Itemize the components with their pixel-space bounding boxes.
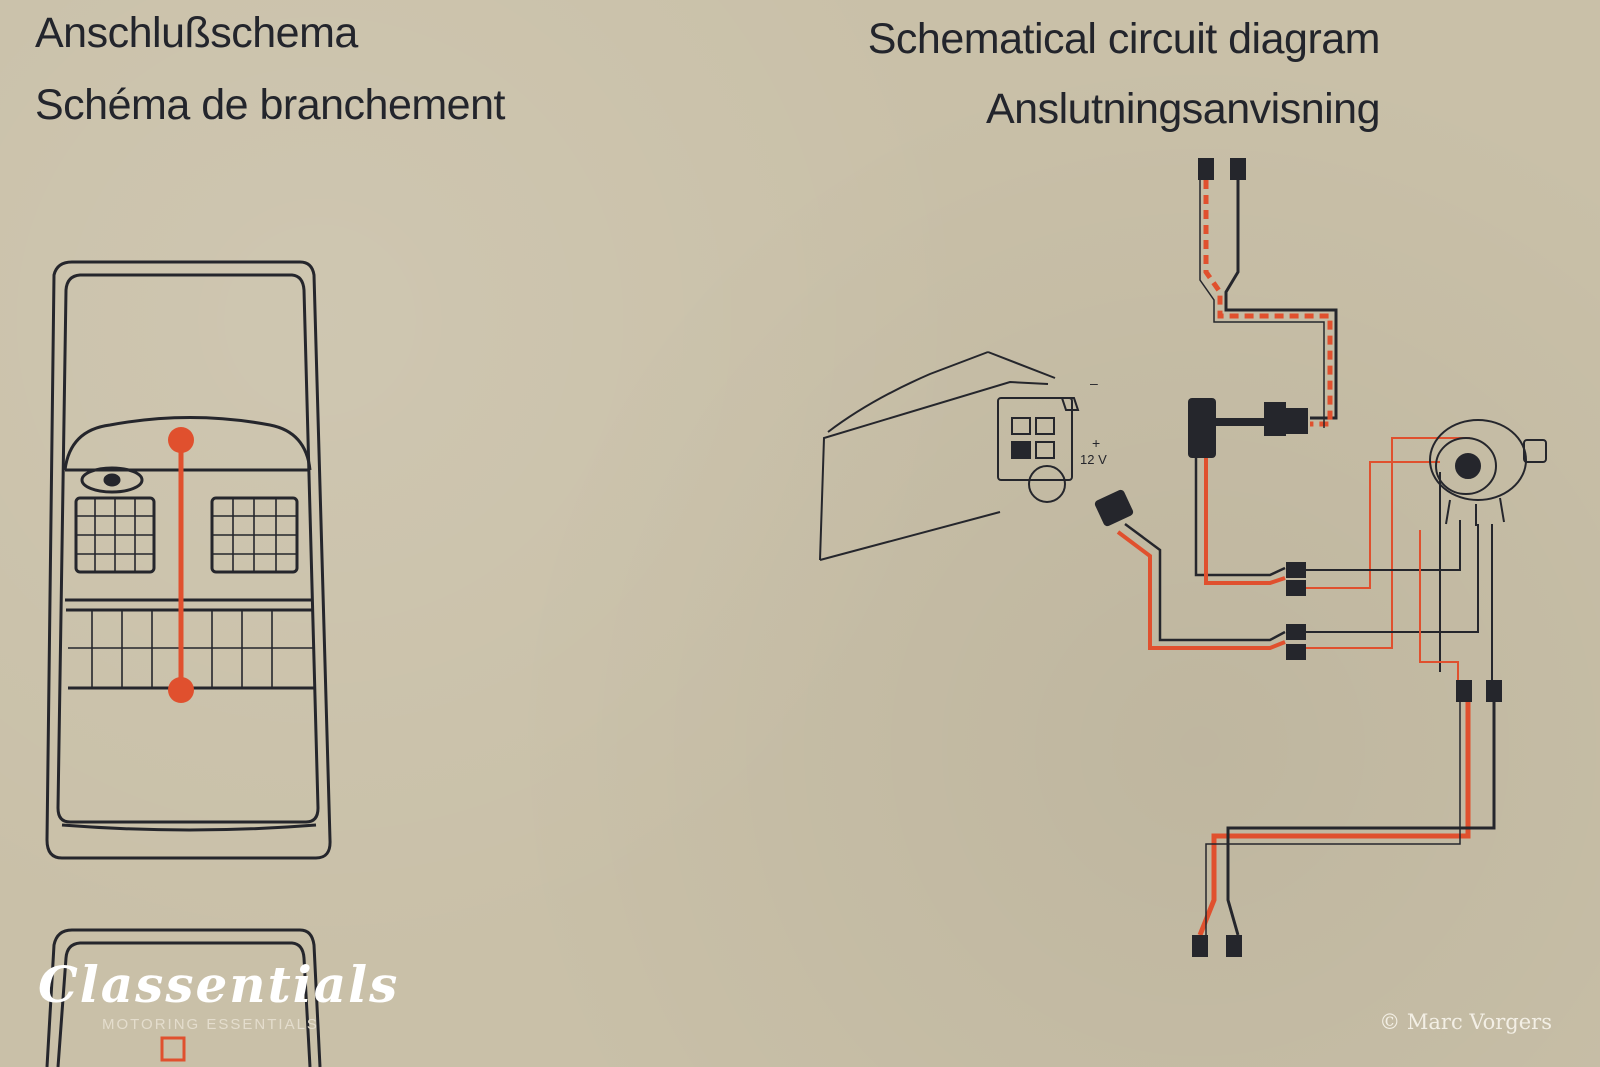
car-rear-line (61, 823, 317, 832)
car-wire-top-node (168, 427, 194, 453)
harness-connector-4 (1286, 644, 1306, 660)
dashboard-top-edge (987, 351, 1056, 379)
heading-english: Schematical circuit diagram (867, 15, 1381, 63)
car-emblem (80, 466, 144, 494)
bottom-connector-left (1192, 935, 1208, 957)
fader-face (1435, 437, 1497, 495)
car-outer-body (45, 260, 332, 860)
harness-wire-2-red (1116, 530, 1286, 650)
car-emblem-center (103, 473, 121, 487)
fader-pin-3 (1499, 497, 1505, 523)
car2-outer-body (45, 928, 322, 1067)
top-speaker-cable (1198, 158, 1338, 428)
centre-harness (1116, 437, 1493, 690)
dashboard-front (819, 380, 1049, 561)
mid-connector-right (1486, 680, 1502, 702)
radio-front-panel (997, 397, 1073, 481)
top-cable-black (1224, 180, 1338, 420)
voltage-label: 12 V (1080, 452, 1107, 467)
car-wire-bottom-node (168, 677, 194, 703)
power-plug (1094, 489, 1134, 527)
bottom-cable-red (1197, 702, 1471, 936)
heading-german: Anschlußschema (35, 9, 358, 57)
top-cable-red (1203, 180, 1333, 427)
radio-knob (1028, 465, 1066, 503)
bottom-cable-black (1226, 702, 1496, 936)
car2-emblem (160, 1036, 186, 1062)
bottom-cable-outline (1205, 702, 1461, 935)
bottom-speaker-cable (1192, 680, 1502, 957)
small-plug-end (1286, 408, 1308, 434)
harness-connector-1 (1286, 562, 1306, 578)
radio-unit (819, 351, 1080, 561)
harness-out-black-1 (1306, 520, 1461, 571)
brand-name: Classentials (38, 955, 400, 1014)
top-connector-right (1230, 158, 1246, 180)
car-top-view (45, 260, 332, 860)
harness-out-red-2 (1306, 437, 1470, 649)
mid-connector-left (1456, 680, 1472, 702)
car2-inner-body (56, 941, 312, 1067)
photo-credit: © Marc Vorgers (1379, 1010, 1552, 1034)
harness-wire-1-red (1204, 458, 1286, 585)
fader-control (1429, 419, 1547, 526)
harness-connector-2 (1286, 580, 1306, 596)
large-plug (1188, 398, 1216, 458)
fader-knob (1455, 453, 1481, 479)
plug-group (1094, 398, 1308, 527)
top-cable-outline (1199, 180, 1325, 428)
brand-tagline: MOTORING ESSENTIALS (102, 1016, 319, 1033)
small-plug (1264, 402, 1286, 436)
harness-out-red-3 (1419, 530, 1459, 690)
fader-body (1429, 419, 1527, 501)
radio-socket-4 (1035, 441, 1055, 459)
bottom-connector-right (1226, 935, 1242, 957)
harness-wire-2-black (1124, 522, 1286, 642)
fader-shaft (1523, 439, 1547, 463)
fader-pin-1 (1445, 499, 1451, 525)
brand-watermark: Classentials MOTORING ESSENTIALS (38, 955, 400, 1034)
radio-socket-1 (1011, 417, 1031, 435)
battery-plus: + (1092, 435, 1100, 451)
harness-wire-1-black (1194, 458, 1286, 577)
antenna-connector (1060, 397, 1080, 411)
car-top-view-2 (45, 928, 322, 1067)
radio-socket-3 (1011, 441, 1031, 459)
car-inner-body (56, 273, 320, 824)
heading-french: Schéma de branchement (35, 81, 505, 129)
battery-minus: – (1090, 375, 1098, 391)
dashboard-bottom (819, 511, 1001, 561)
harness-connector-3 (1286, 624, 1306, 640)
large-plug-pin (1216, 418, 1264, 426)
car-headlight-grid (68, 498, 314, 688)
car-hood-arch (63, 416, 312, 471)
heading-swedish: Anslutningsanvisning (986, 85, 1381, 133)
dashboard-outline (827, 351, 989, 433)
top-connector-left (1198, 158, 1214, 180)
harness-out-black-2 (1306, 524, 1479, 633)
radio-socket-2 (1035, 417, 1055, 435)
harness-out-red-1 (1306, 461, 1440, 589)
